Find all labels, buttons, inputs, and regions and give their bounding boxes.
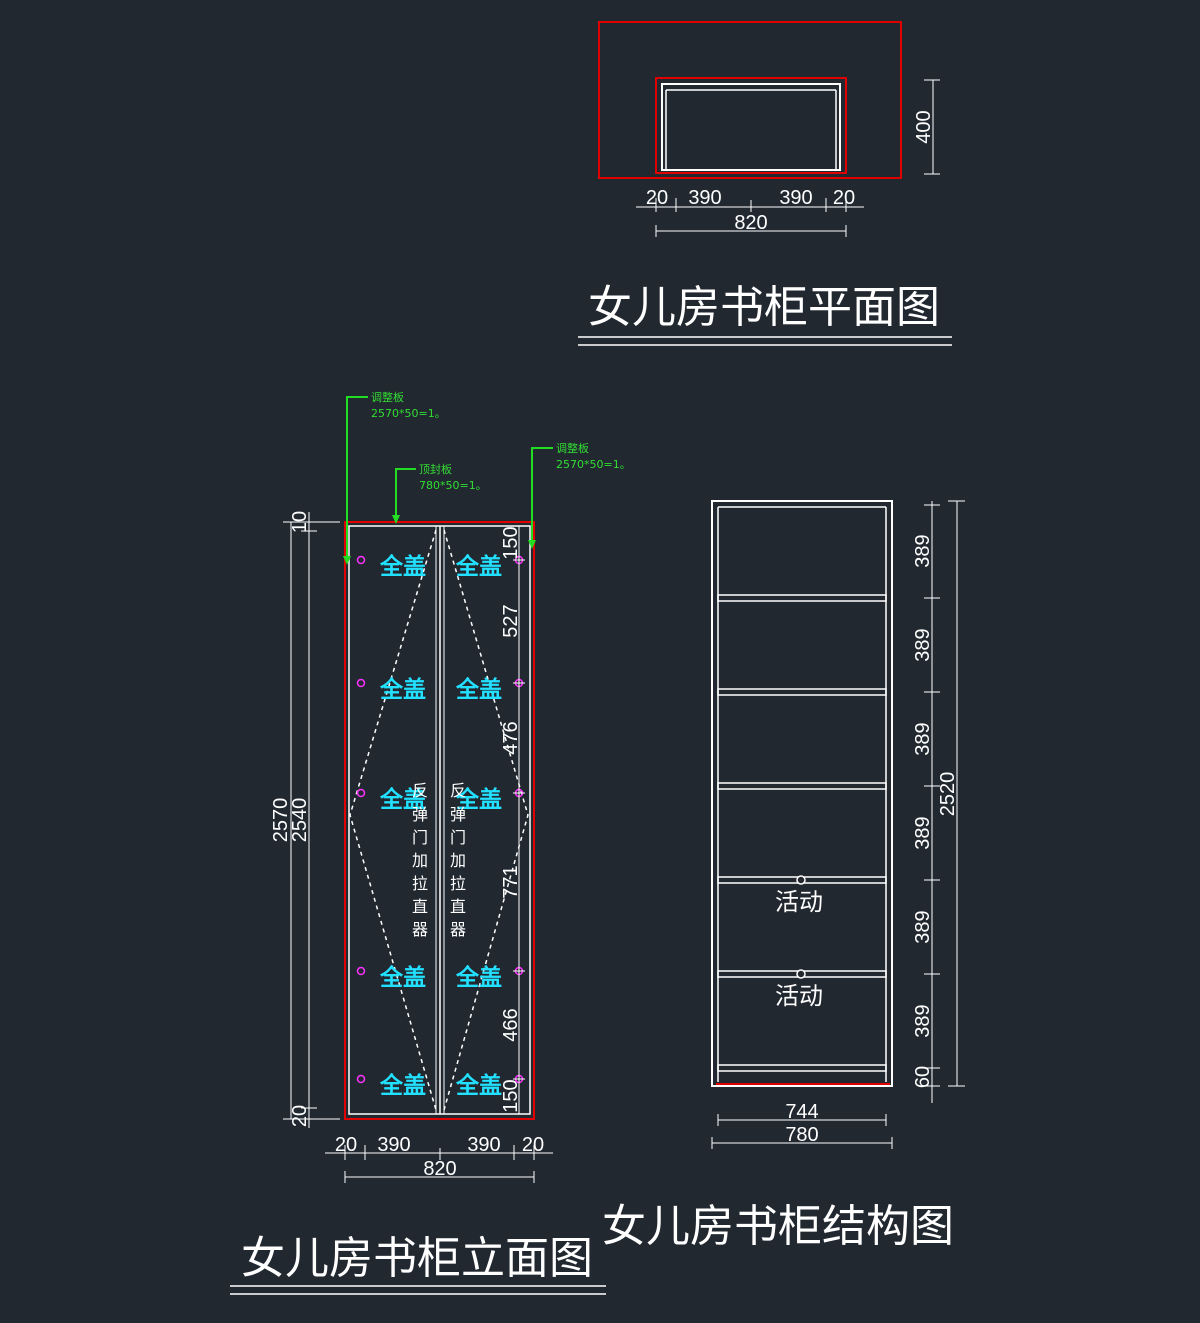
svg-text:150: 150	[500, 526, 522, 559]
svg-text:弹: 弹	[412, 805, 428, 824]
cover-label: 全盖	[379, 964, 426, 991]
svg-text:389: 389	[912, 722, 934, 755]
svg-text:389: 389	[912, 910, 934, 943]
door-note-left: 反 弹 门 加 拉 直 器	[412, 781, 428, 939]
svg-text:调整板: 调整板	[556, 441, 589, 455]
svg-text:150: 150	[500, 1079, 522, 1112]
elevation-inner-height: 2540	[289, 798, 311, 843]
svg-text:门: 门	[412, 828, 428, 847]
plan-cabinet-outline	[655, 77, 847, 174]
plan-width-dim-2: 390	[688, 187, 721, 209]
svg-text:780*50=1。: 780*50=1。	[419, 479, 487, 492]
svg-text:加: 加	[450, 851, 466, 870]
svg-text:20: 20	[289, 1105, 311, 1127]
plan-title: 女儿房书柜平面图	[588, 282, 940, 333]
svg-text:60: 60	[912, 1066, 934, 1088]
svg-text:2570*50=1。: 2570*50=1。	[371, 407, 446, 420]
plan-view: 400 20 390 390 20 820 女儿房书柜平面图	[578, 21, 952, 346]
cover-label: 全盖	[455, 786, 502, 813]
svg-text:顶封板: 顶封板	[419, 462, 452, 476]
svg-text:389: 389	[912, 816, 934, 849]
svg-text:2570*50=1。: 2570*50=1。	[556, 458, 631, 471]
structure-width-dims: 744 780	[711, 1101, 893, 1149]
structure-row-dims: 389 389 389 389 389 389 60 2520	[912, 500, 965, 1103]
elevation-right-dims: 150 527 476 771 466 150	[500, 526, 525, 1114]
plan-width-dim-4: 20	[833, 187, 855, 209]
cover-label: 全盖	[455, 676, 502, 703]
plan-width-dim-1: 20	[646, 187, 668, 209]
svg-text:弹: 弹	[450, 805, 466, 824]
svg-text:744: 744	[785, 1101, 818, 1123]
elevation-view: 全盖 全盖 全盖 全盖 全盖 全盖 全盖 全盖 全盖 全盖 反 弹 门 加 拉 …	[230, 390, 631, 1295]
svg-text:10: 10	[289, 511, 311, 533]
cover-label: 全盖	[455, 553, 502, 580]
elevation-notes: 调整板 2570*50=1。 顶封板 780*50=1。 调整板 2570*50…	[343, 390, 631, 565]
svg-text:389: 389	[912, 628, 934, 661]
svg-text:390: 390	[377, 1134, 410, 1156]
elevation-left-dims: 2570 2540 10 20	[270, 511, 340, 1128]
svg-text:直: 直	[412, 897, 428, 916]
svg-text:拉: 拉	[412, 874, 428, 893]
svg-text:20: 20	[335, 1134, 357, 1156]
svg-text:476: 476	[500, 721, 522, 754]
elevation-width-dims: 20 390 390 20 820	[325, 1134, 553, 1183]
svg-text:加: 加	[412, 851, 428, 870]
structure-view: 活动 活动 389 389 389 389 389 389 60 2520	[602, 500, 965, 1252]
svg-text:拉: 拉	[450, 874, 466, 893]
svg-text:器: 器	[450, 920, 466, 939]
svg-text:466: 466	[500, 1008, 522, 1041]
svg-text:390: 390	[467, 1134, 500, 1156]
plan-total-dim: 820	[734, 212, 767, 234]
svg-text:反: 反	[450, 781, 466, 800]
elevation-overall-height: 2570	[270, 798, 292, 843]
svg-text:反: 反	[412, 781, 428, 800]
svg-text:771: 771	[500, 865, 522, 898]
svg-text:780: 780	[785, 1124, 818, 1146]
cover-label: 全盖	[379, 1072, 426, 1099]
cover-label: 全盖	[379, 553, 426, 580]
svg-text:门: 门	[450, 828, 466, 847]
plan-width-dim-3: 390	[779, 187, 812, 209]
plan-depth-dim: 400	[913, 110, 935, 143]
cover-label: 全盖	[455, 1072, 502, 1099]
plan-outer-wall	[598, 21, 902, 179]
svg-text:389: 389	[912, 534, 934, 567]
svg-text:20: 20	[522, 1134, 544, 1156]
svg-text:调整板: 调整板	[371, 390, 404, 404]
svg-text:527: 527	[500, 604, 522, 637]
elevation-title: 女儿房书柜立面图	[241, 1233, 593, 1284]
cover-label: 全盖	[455, 964, 502, 991]
svg-text:820: 820	[423, 1158, 456, 1180]
movable-shelf-label: 活动	[775, 982, 823, 1010]
plan-cabinet-body	[661, 83, 841, 171]
door-note-right: 反 弹 门 加 拉 直 器	[450, 781, 466, 939]
movable-shelf-label: 活动	[775, 888, 823, 916]
elevation-red-frame	[344, 521, 535, 1120]
structure-title: 女儿房书柜结构图	[602, 1201, 954, 1252]
structure-total-height: 2520	[937, 772, 959, 817]
cover-label: 全盖	[379, 676, 426, 703]
svg-text:器: 器	[412, 920, 428, 939]
cover-label: 全盖	[379, 786, 426, 813]
structure-frame	[711, 500, 893, 1087]
svg-text:直: 直	[450, 897, 466, 916]
cover-labels: 全盖 全盖 全盖 全盖 全盖 全盖 全盖 全盖 全盖 全盖	[379, 553, 502, 1099]
svg-text:389: 389	[912, 1004, 934, 1037]
